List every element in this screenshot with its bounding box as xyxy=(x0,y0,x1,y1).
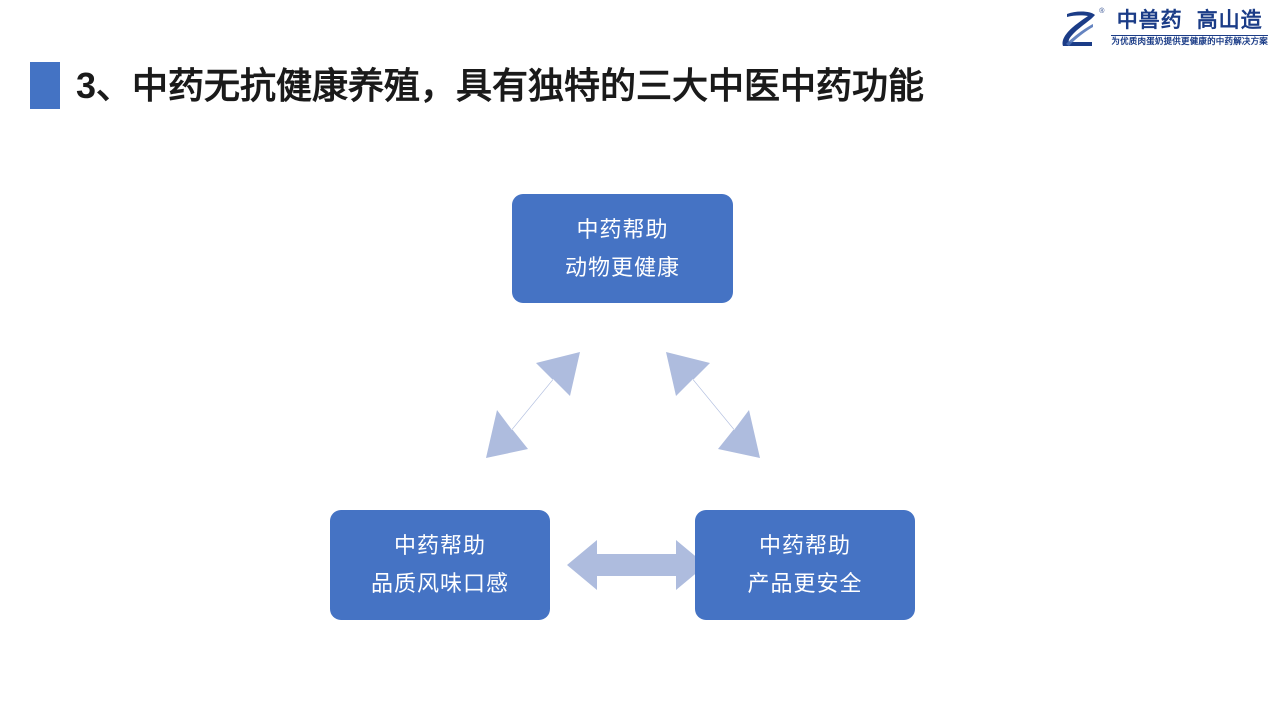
title-bullet-square xyxy=(30,62,60,109)
node-right-line1: 中药帮助 xyxy=(758,533,851,558)
node-top-line1: 中药帮助 xyxy=(576,216,669,242)
brand-logo: ® 中兽药高山造 为优质肉蛋奶提供更健康的中药解决方案 xyxy=(1057,6,1268,56)
diagram-node-right[interactable]: 中药帮助 产品更安全 xyxy=(695,510,915,620)
slide-title-row: 3、中药无抗健康养殖，具有独特的三大中医中药功能 xyxy=(30,62,924,109)
diagram-node-top[interactable]: 中药帮助 动物更健康 xyxy=(512,194,733,303)
diagram-node-left[interactable]: 中药帮助 品质风味口感 xyxy=(330,510,550,620)
node-right-line2: 产品更安全 xyxy=(747,571,863,596)
brand-name-part2: 高山造 xyxy=(1196,9,1263,32)
registered-trademark-mark: ® xyxy=(1099,8,1105,15)
page-title: 3、中药无抗健康养殖，具有独特的三大中医中药功能 xyxy=(76,64,925,106)
brand-tagline: 为优质肉蛋奶提供更健康的中药解决方案 xyxy=(1111,34,1268,46)
connector-left-top xyxy=(486,352,580,458)
node-left-line2: 品质风味口感 xyxy=(370,571,509,596)
node-top-line2: 动物更健康 xyxy=(564,254,680,280)
node-left-line1: 中药帮助 xyxy=(393,533,486,558)
brand-logo-icon: ® xyxy=(1057,6,1105,50)
connector-top-right xyxy=(666,352,760,458)
brand-name-part1: 中兽药 xyxy=(1116,9,1183,32)
connector-left-right xyxy=(567,540,706,590)
brand-text-block: 中兽药高山造 为优质肉蛋奶提供更健康的中药解决方案 xyxy=(1111,6,1268,46)
brand-name: 中兽药高山造 xyxy=(1111,9,1268,33)
